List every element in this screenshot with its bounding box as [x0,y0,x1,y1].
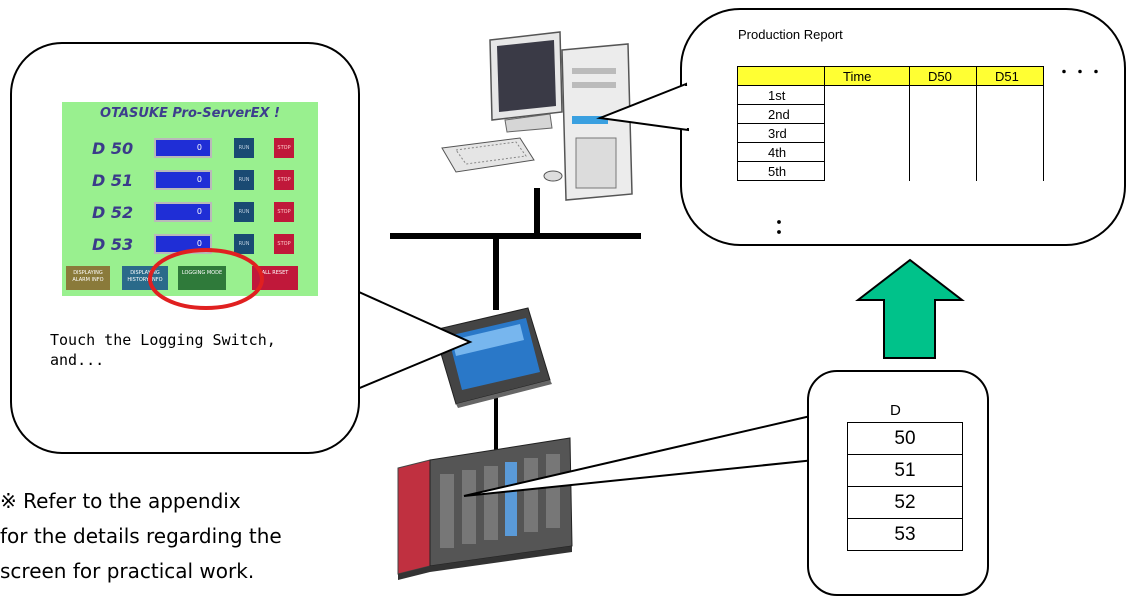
hmi-screen: OTASUKE Pro-ServerEX ! D 50 0 RUN STOP D… [62,102,318,296]
note-line-2: for the details regarding the [0,524,282,548]
device-memory-header: D [890,402,901,419]
register-cell: 53 [847,518,963,551]
logging-mode-button[interactable]: LOGGING MODE [178,266,226,290]
table-row: 2nd [737,104,1044,124]
report-header-row: Time D50 D51 [737,66,1044,86]
all-reset-button[interactable]: ALL RESET [252,266,298,290]
stop-button[interactable]: STOP [274,138,294,158]
caption-line-1: Touch the Logging Switch, [50,331,276,349]
row-label: 4th [768,144,787,160]
register-cell: 50 [847,422,963,455]
more-columns-ellipsis: ・・・ [1057,65,1105,81]
production-report-table: Time D50 D51 1st 2nd 3rd 4th 5th [737,66,1044,181]
table-row: 4th [737,142,1044,162]
register-label: D 53 [92,235,134,254]
appendix-note: ※ Refer to the appendix for the details … [0,484,380,589]
register-cell: 52 [847,486,963,519]
device-memory-callout [807,370,989,596]
run-button[interactable]: RUN [234,170,254,190]
report-title: Production Report [738,27,843,42]
register-label: D 51 [92,171,134,190]
note-line-1: ※ Refer to the appendix [0,489,241,513]
alarm-info-button[interactable]: DISPLAYING ALARM INFO [66,266,110,290]
value-display: 0 [154,170,212,190]
hmi-row-d51: D 51 0 RUN STOP [62,168,318,194]
stop-button[interactable]: STOP [274,202,294,222]
register-cell: 51 [847,454,963,487]
register-label: D 50 [92,139,134,158]
header-cell [737,66,825,86]
table-row: 5th [737,161,1044,181]
plc-icon [397,437,573,580]
note-line-3: screen for practical work. [0,559,255,583]
header-cell: Time [824,66,910,86]
history-info-button[interactable]: DISPLAYING HISTORY INFO [122,266,168,290]
hmi-title: OTASUKE Pro-ServerEX ! [100,106,280,121]
caption-line-2: and... [50,351,105,369]
hmi-row-d52: D 52 0 RUN STOP [62,200,318,226]
run-button[interactable]: RUN [234,138,254,158]
row-label: 3rd [768,125,787,141]
table-row: 1st [737,85,1044,105]
run-button[interactable]: RUN [234,234,254,254]
row-label: 2nd [768,106,790,122]
header-cell: D50 [909,66,977,86]
value-display: 0 [154,138,212,158]
stop-button[interactable]: STOP [274,170,294,190]
callout-caption: Touch the Logging Switch, and... [50,330,350,370]
stop-button[interactable]: STOP [274,234,294,254]
header-cell: D51 [976,66,1044,86]
row-label: 5th [768,163,787,179]
run-button[interactable]: RUN [234,202,254,222]
desktop-pc-icon [441,31,633,201]
more-rows-ellipsis: ： [774,214,794,238]
hmi-row-d53: D 53 0 RUN STOP [62,232,318,258]
hmi-row-d50: D 50 0 RUN STOP [62,136,318,162]
register-label: D 52 [92,203,134,222]
value-display: 0 [154,234,212,254]
table-row: 3rd [737,123,1044,143]
touch-panel-icon [433,307,552,408]
value-display: 0 [154,202,212,222]
row-label: 1st [768,87,786,103]
upload-arrow [855,258,965,359]
